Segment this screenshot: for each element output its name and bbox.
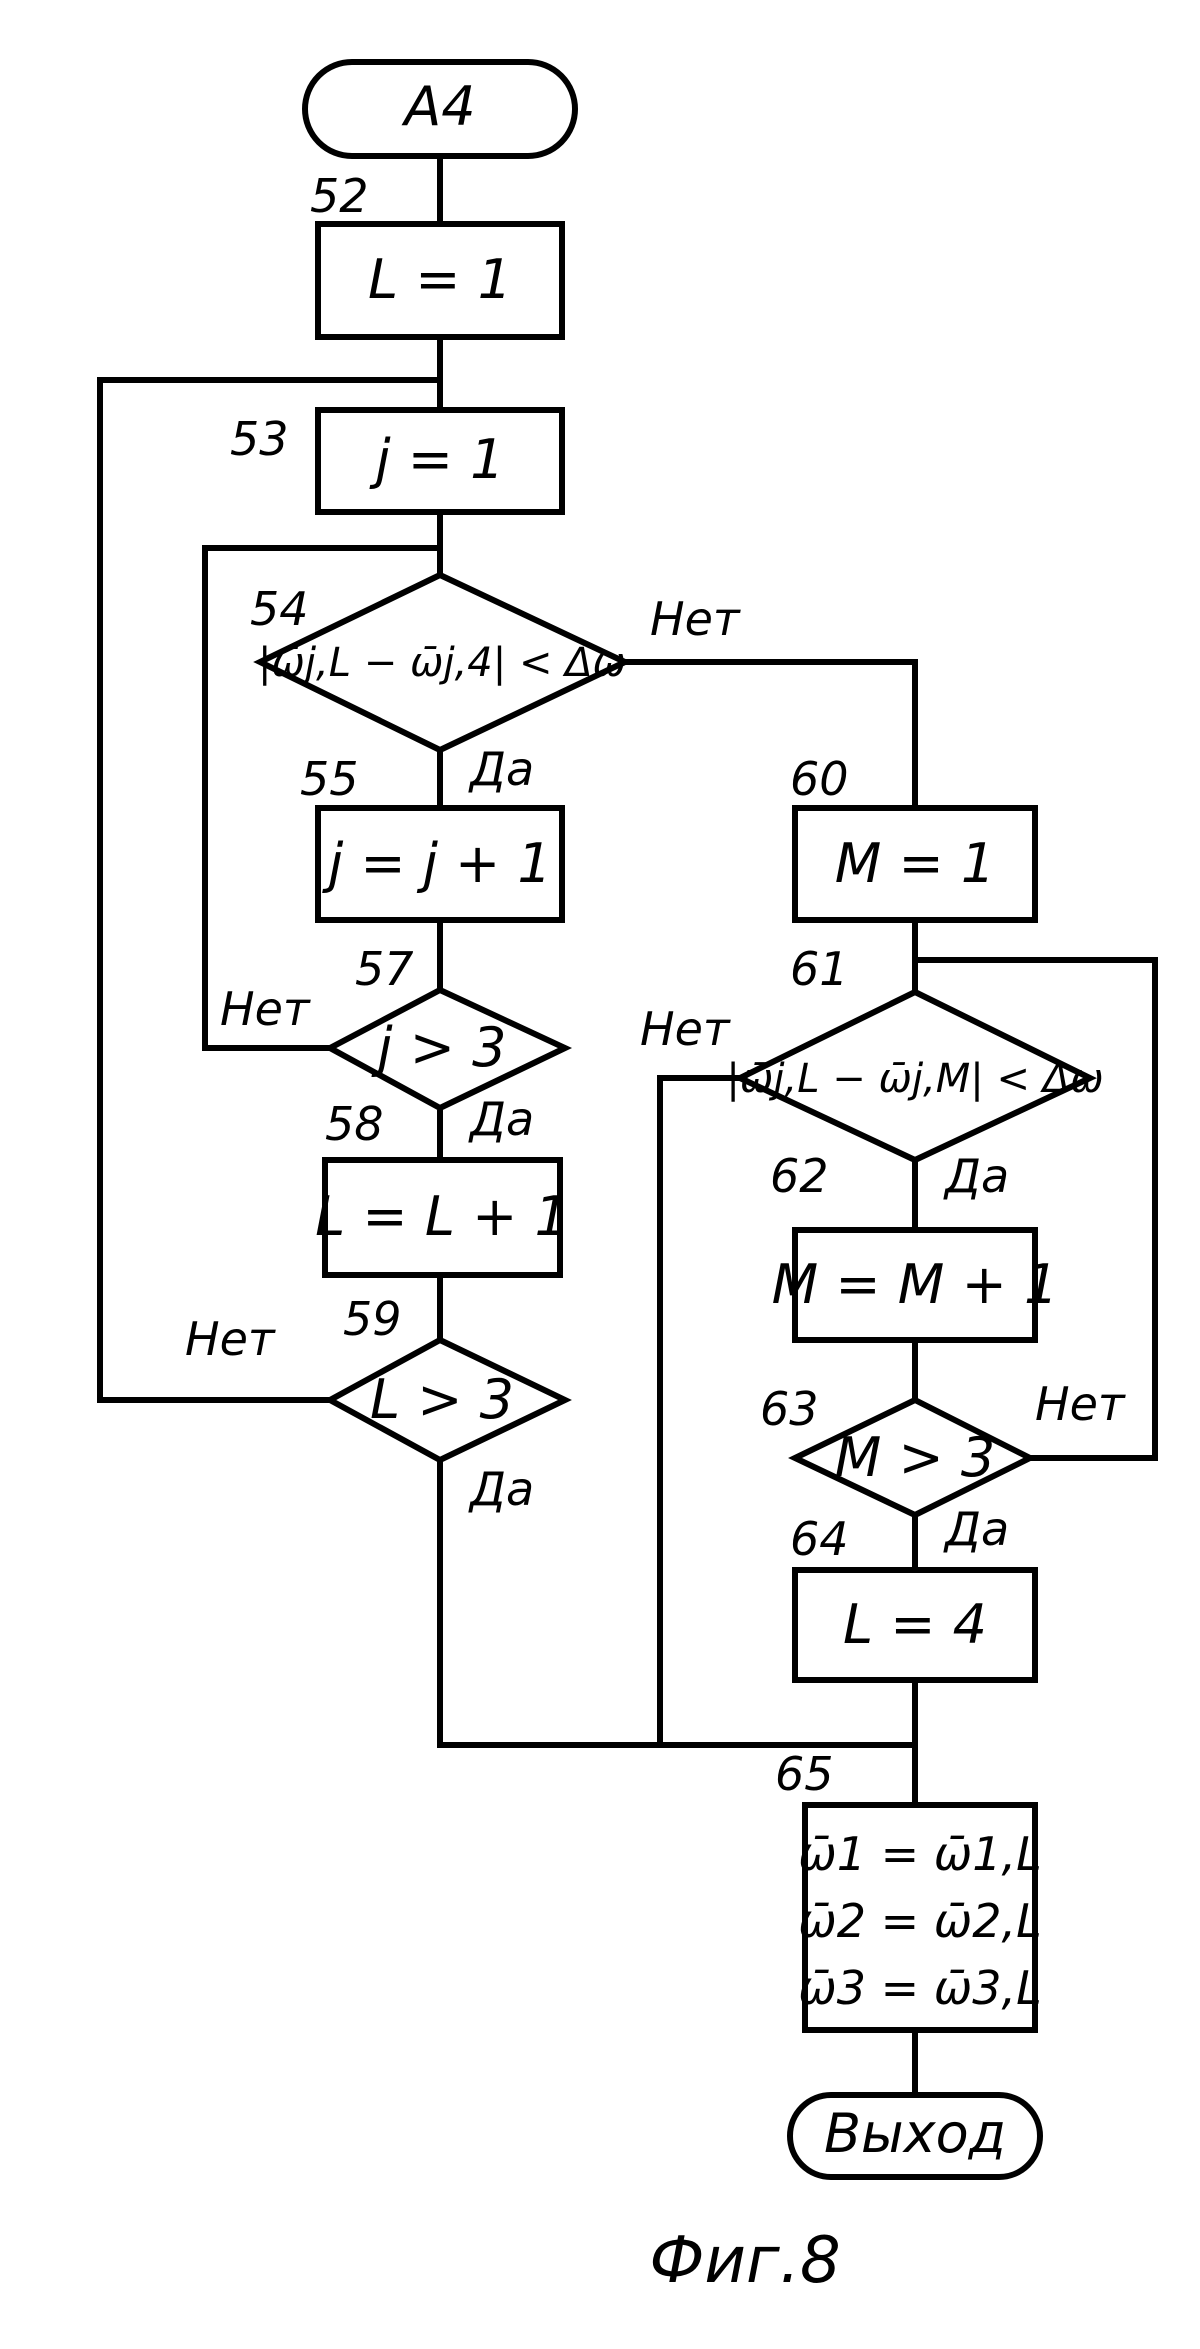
- block-65-line-1: ω̄1 = ω̄1,L: [798, 1827, 1042, 1881]
- block-53-text: j = 1: [369, 428, 505, 491]
- block-55-number: 55: [300, 752, 359, 806]
- decision-63-yes-label: Да: [943, 1502, 1009, 1556]
- block-60-text: M = 1: [835, 832, 996, 895]
- block-58-text: L = L + 1: [315, 1185, 569, 1248]
- decision-61-no-label: Нет: [640, 1002, 731, 1056]
- decision-59-text: L > 3: [370, 1368, 514, 1431]
- decision-54-number: 54: [250, 582, 309, 636]
- block-65-line-2: ω̄2 = ω̄2,L: [798, 1894, 1042, 1948]
- block-62-text: M = M + 1: [772, 1253, 1059, 1316]
- edge-54-no: [620, 662, 915, 808]
- start-label: A4: [401, 75, 475, 138]
- edge-61-no: [660, 1078, 740, 1745]
- block-62-number: 62: [770, 1149, 829, 1203]
- block-64-text: L = 4: [843, 1593, 987, 1656]
- decision-63-no-label: Нет: [1035, 1377, 1126, 1431]
- figure-caption: Фиг.8: [649, 2224, 840, 2298]
- decision-54-no-label: Нет: [650, 592, 741, 646]
- end-terminal: Выход: [790, 2095, 1040, 2177]
- block-60-number: 60: [790, 752, 849, 806]
- block-65-line-3: ω̄3 = ω̄3,L: [798, 1961, 1042, 2015]
- decision-57-no-label: Нет: [220, 982, 311, 1036]
- block-53-number: 53: [230, 412, 289, 466]
- decision-54-text: |ω̄j,L − ω̄j,4| < Δω: [258, 640, 626, 686]
- decision-59-yes-label: Да: [468, 1462, 534, 1516]
- block-52-text: L = 1: [368, 248, 512, 311]
- block-53: 53 j = 1: [230, 410, 562, 512]
- decision-63-text: M > 3: [835, 1426, 996, 1489]
- decision-61-yes-label: Да: [943, 1149, 1009, 1203]
- decision-61: 61 |ω̄j,L − ω̄j,M| < Δω Нет Да: [640, 942, 1104, 1203]
- block-58-number: 58: [325, 1097, 384, 1151]
- decision-57: 57 j > 3 Нет Да: [220, 942, 565, 1146]
- decision-54-yes-label: Да: [468, 742, 534, 796]
- decision-57-text: j > 3: [371, 1016, 507, 1079]
- block-65-number: 65: [775, 1747, 834, 1801]
- decision-57-yes-label: Да: [468, 1092, 534, 1146]
- block-65: 65 ω̄1 = ω̄1,L ω̄2 = ω̄2,L ω̄3 = ω̄3,L: [775, 1747, 1042, 2030]
- decision-57-number: 57: [355, 942, 414, 996]
- decision-59-number: 59: [343, 1292, 402, 1346]
- block-52: 52 L = 1: [310, 169, 562, 337]
- decision-61-number: 61: [790, 942, 849, 996]
- block-64-number: 64: [790, 1512, 849, 1566]
- decision-61-text: |ω̄j,L − ω̄j,M| < Δω: [726, 1056, 1103, 1102]
- block-55-text: j = j + 1: [321, 832, 552, 895]
- decision-59-no-label: Нет: [185, 1312, 276, 1366]
- decision-63-number: 63: [760, 1382, 819, 1436]
- block-52-number: 52: [310, 169, 369, 223]
- end-label: Выход: [824, 2102, 1006, 2165]
- start-terminal: A4: [305, 62, 575, 156]
- decision-59: 59 L > 3 Нет Да: [185, 1292, 565, 1516]
